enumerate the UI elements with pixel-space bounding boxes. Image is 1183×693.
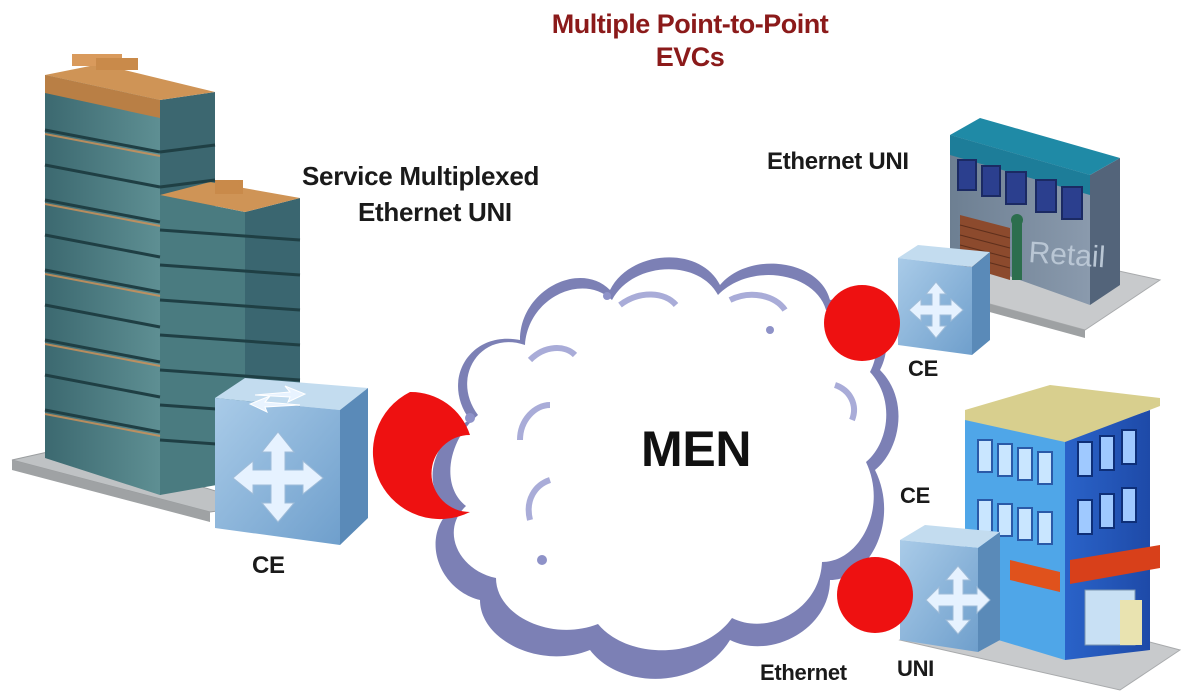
diagram-title: Multiple Point-to-Point EVCs: [505, 8, 875, 74]
hq-uni-label-line-1: Service Multiplexed: [302, 161, 540, 191]
men-cloud-icon: [432, 257, 899, 679]
branch-uni-port-icon: [837, 557, 913, 633]
retail-uni-label: Ethernet UNI: [767, 148, 909, 175]
branch-ce-label: CE: [900, 483, 930, 508]
hq-ce-switch-icon: [215, 378, 368, 545]
hq-uni-label-line-2: Ethernet UNI: [358, 197, 512, 227]
hq-ce-label: CE: [252, 552, 285, 579]
branch-uni-label-left: Ethernet: [760, 660, 847, 685]
title-line-1: Multiple Point-to-Point: [551, 9, 829, 39]
retail-ce-label: CE: [908, 356, 938, 381]
title-line-2: EVCs: [655, 42, 725, 72]
retail-sign-text: Retail: [1028, 236, 1107, 274]
retail-uni-port-icon: [824, 285, 900, 361]
branch-ce-switch-icon: [900, 525, 1000, 652]
men-label: MEN: [641, 421, 752, 477]
branch-uni-label-right: UNI: [897, 656, 934, 681]
retail-ce-switch-icon: [898, 245, 990, 355]
hq-uni-port-icon: [372, 391, 470, 520]
